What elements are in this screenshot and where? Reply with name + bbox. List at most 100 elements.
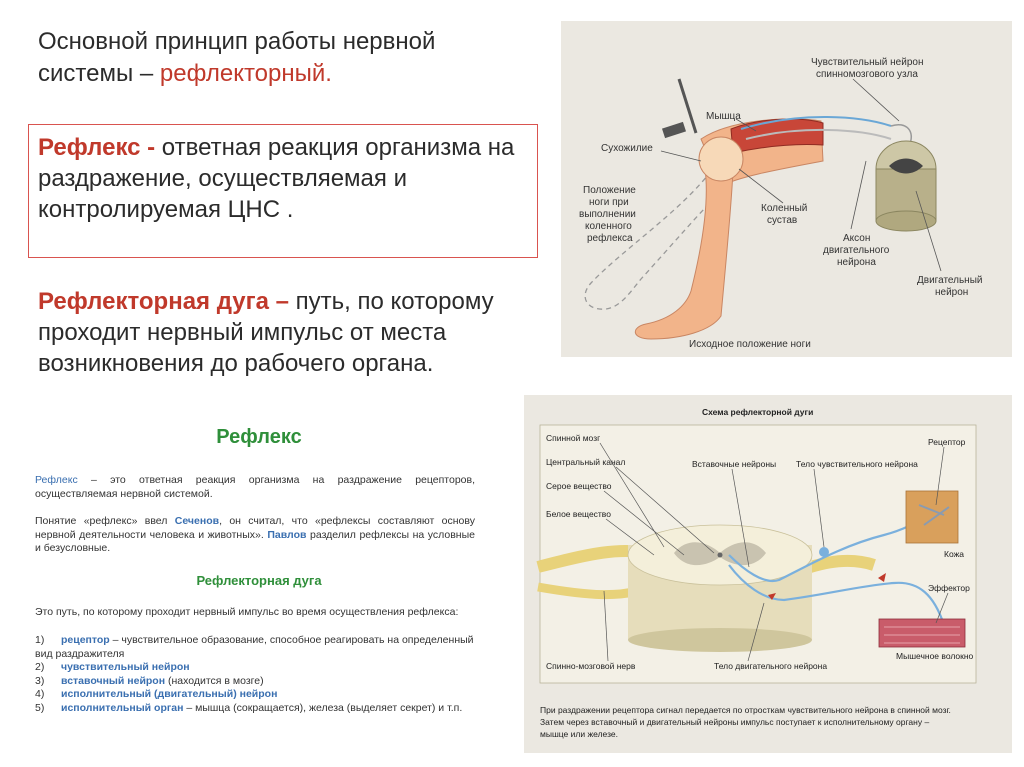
label-effector: Эффектор [928, 583, 970, 593]
textbook-title: Рефлекс [216, 426, 302, 448]
textbook-p2-c: разделил рефлексы на условные и безуслов… [35, 528, 475, 555]
label-initial-position: Исходное положение ноги [689, 339, 811, 350]
reflex-definition: Рефлекс - ответная реакция организма на … [38, 132, 533, 225]
extended-leg-outline [584, 170, 727, 310]
leader-muscle [735, 118, 757, 132]
leader-white-matter [605, 518, 655, 556]
label-axon-1: Аксон [843, 233, 870, 244]
list-item-text: – чувствительное образование, способное … [35, 634, 474, 660]
label-leg-position-5: рефлекса [587, 232, 633, 244]
list-item-term: исполнительный орган [61, 701, 184, 714]
muscle-fibers [884, 626, 960, 644]
sensory-nerve-path [740, 116, 892, 130]
knee-reflex-illustration: Чувствительный нейрон спинномозгового уз… [579, 57, 982, 350]
list-item-term: чувствительный нейрон [61, 661, 190, 673]
label-muscle-fiber: Мышечное волокно [896, 651, 974, 661]
label-sensory-body: Тело чувствительного нейрона [796, 459, 918, 469]
textbook-subtitle: Рефлекторная дуга [196, 573, 322, 588]
leader-effector [935, 592, 949, 624]
receptor-endings [918, 504, 950, 526]
label-leg-position-2: ноги при [589, 197, 629, 208]
reflex-def-text: ответная реакция организма на раздражени… [38, 134, 515, 223]
skin-block [905, 490, 959, 544]
spinal-cord-bottom [875, 210, 937, 232]
gray-matter [889, 158, 923, 174]
heading-line-1: Основной принцип работы нервной [38, 28, 436, 55]
caption-line-2: Затем через вставочный и двигательный не… [540, 717, 929, 727]
label-leg-position-1: Положение [583, 185, 636, 196]
label-sensory-neuron-1: Чувствительный нейрон [811, 57, 923, 68]
caption-line-3: мышце или железе. [540, 729, 618, 739]
receptor-arrow [878, 573, 886, 582]
textbook-paragraph-2: Понятие «рефлекс» ввел Сеченов, он счита… [35, 515, 475, 556]
arc-definition: Рефлекторная дуга – путь, по которому пр… [38, 286, 533, 379]
knee-joint [698, 136, 744, 182]
leader-gray-matter [603, 490, 685, 556]
label-skin: Кожа [944, 549, 964, 559]
leader-sensory [852, 78, 900, 122]
heading-accent: рефлекторный. [159, 60, 332, 87]
textbook-p1-text: – это ответная реакция организма на разд… [35, 474, 475, 500]
knee-reflex-diagram: Чувствительный нейрон спинномозгового уз… [561, 21, 1012, 357]
label-interneurons: Вставочные нейроны [692, 459, 776, 469]
list-item: 3)вставочный нейрон (находится в мозге) [35, 675, 475, 689]
motor-neuron-arrow [768, 593, 776, 600]
scheme-title: Схема рефлекторной дуги [702, 407, 813, 417]
muscle-block [878, 618, 966, 648]
list-item-term: рецептор [61, 634, 110, 646]
list-item: 5)исполнительный орган – мышца (сокращае… [35, 702, 475, 716]
spinal-cord-base [628, 628, 812, 652]
leader-sensory-body [813, 468, 825, 548]
label-leg-position-3: выполнении [579, 209, 636, 220]
label-central-canal: Центральный канал [546, 457, 625, 467]
list-item-number: 2) [35, 661, 45, 673]
arc-term: Рефлекторная дуга – [38, 288, 289, 315]
textbook-paragraph-3: Это путь, по которому проходит нервный и… [35, 606, 459, 618]
leader-axon [850, 160, 867, 230]
label-receptor: Рецептор [928, 437, 966, 447]
leader-knee [738, 168, 784, 204]
quadriceps-muscle [730, 118, 824, 154]
list-item-number: 1) [35, 634, 45, 646]
leader-motor [915, 190, 942, 272]
label-muscle: Мышца [706, 111, 741, 122]
label-axon-3: нейрона [837, 257, 876, 268]
sensory-neuron-body [819, 547, 829, 557]
textbook-excerpt: Рефлекс Рефлекс – это ответная реакция о… [28, 418, 490, 748]
heading-line-2: системы – рефлекторный. [38, 58, 538, 90]
leader-tendon [660, 150, 702, 162]
label-tendon: Сухожилие [601, 143, 653, 154]
leader-motor-body [747, 602, 765, 662]
label-leg-position-4: коленного [585, 221, 632, 232]
textbook-p2-a: Понятие «рефлекс» ввел [35, 515, 175, 527]
label-gray-matter: Серое вещество [546, 481, 612, 491]
central-canal [717, 552, 723, 558]
leader-spinal-cord [599, 442, 665, 548]
leader-receptor [935, 446, 945, 506]
reflex-term: Рефлекс - [38, 134, 156, 161]
label-sensory-neuron-2: спинномозгового узла [816, 69, 918, 80]
label-motor-1: Двигательный [917, 275, 982, 286]
label-spinal-cord: Спинной мозг [546, 433, 600, 443]
textbook-name-pavlov: Павлов [267, 528, 307, 541]
list-item-term: исполнительный (двигательный) нейрон [61, 688, 278, 700]
textbook-name-sechenov: Сеченов [174, 515, 220, 527]
hammer-handle [677, 78, 698, 134]
leader-central-canal [615, 466, 715, 554]
list-item-number: 4) [35, 688, 45, 700]
label-white-matter: Белое вещество [546, 509, 611, 519]
textbook-list: 1) рецептор – чувствительное образование,… [35, 634, 475, 715]
leader-interneurons [731, 468, 750, 568]
caption-line-1: При раздражении рецептора сигнал передае… [540, 705, 951, 715]
list-item: 2) чувствительный нейрон [35, 661, 475, 675]
list-item: 4) исполнительный (двигательный) нейрон [35, 688, 475, 702]
leader-spinal-nerve [603, 590, 609, 662]
label-spinal-nerve: Спинно-мозговой нерв [546, 661, 636, 671]
reflex-arc-illustration: Схема рефлекторной дуги [536, 407, 977, 739]
textbook-paragraph-1: Рефлекс – это ответная реакция организма… [35, 474, 475, 501]
label-axon-2: двигательного [823, 245, 890, 256]
motor-neuron-path [728, 564, 946, 626]
list-item-term: вставочный нейрон [61, 674, 166, 687]
slide-heading: Основной принцип работы нервной системы … [38, 26, 538, 90]
label-knee-joint-1: Коленный [761, 203, 807, 214]
